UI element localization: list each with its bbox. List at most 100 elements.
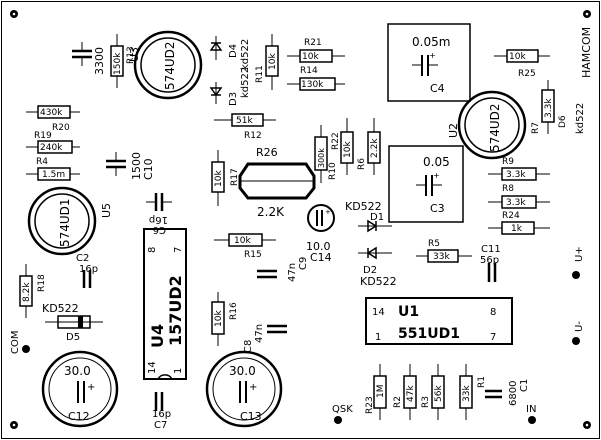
res-r25-value: 10k (509, 52, 526, 62)
diode-d5-part: KD522 (42, 302, 79, 315)
res-r19-value: 240k (40, 143, 63, 153)
cap-c12-ref: C12 (68, 410, 90, 423)
res-r17-ref: R17 (230, 168, 240, 186)
res-r15-ref: R15 (244, 250, 262, 260)
diode-d4-part: kd522 (240, 39, 251, 70)
cap-c14-value: 10.0 (306, 240, 331, 253)
connector-qsk-label: QSK (332, 404, 353, 415)
res-r9: 3.3k R9 (488, 157, 550, 181)
res-r18-value: 8.2k (22, 282, 32, 302)
res-r22-ref: R22 (331, 132, 341, 150)
diode-d3: D3 kd522 (209, 67, 251, 106)
connector-u-plus-label: U+ (574, 246, 585, 262)
res-r20-value: 430k (40, 108, 63, 118)
res-r18-ref: R18 (37, 274, 47, 292)
diode-d2-ref: D2 (363, 265, 377, 276)
res-r2: 47k R2 (393, 364, 417, 420)
cap-c11-ref: C11 (481, 244, 501, 255)
cap-c8-value: 47n (254, 324, 265, 343)
diode-d3-part: kd522 (240, 67, 251, 98)
ic-u1-part: 551UD1 (398, 326, 460, 342)
cap-c7-value: 16p (152, 409, 171, 420)
cap-c8: C8 47n (243, 324, 287, 353)
cap-c11: C11 56p (480, 244, 501, 282)
trimmer-r26-value: 2.2K (257, 205, 285, 219)
diode-d1-ref: D1 (370, 212, 384, 223)
ic-u1-pin8: 8 (490, 307, 496, 318)
brand-label: HAMCOM (580, 27, 593, 78)
res-r20: 430k R20 (26, 105, 80, 133)
cap-c14-ref: C14 (310, 251, 332, 264)
cap-c6-value: 16p (149, 214, 168, 225)
cap-c6: 16p C6 (146, 193, 172, 235)
diode-d6-ref: D6 (558, 115, 568, 128)
diode-d5: KD522 D5 (42, 302, 103, 343)
res-r21-value: 10k (302, 52, 319, 62)
cap-c12: 30.0 + C12 (41, 350, 119, 428)
cap-c8-ref: C8 (243, 340, 254, 353)
connector-in: IN (526, 404, 536, 424)
ic-u1: 14 1 8 7 U1 551UD1 (365, 297, 513, 345)
res-r14: 130k R14 (287, 66, 345, 91)
cap-c10-ref: C10 (142, 158, 155, 180)
res-r15-value: 10k (234, 236, 251, 246)
res-r9-value: 3.3k (506, 170, 526, 180)
trimmer-r26: R26 2.2K (238, 146, 316, 219)
ic-u3: 574UD2 U3 (128, 30, 203, 100)
ic-u1-pin1: 1 (375, 332, 381, 343)
diode-d6-part: kd522 (575, 103, 586, 134)
res-r8: 3.3k R8 (488, 184, 550, 209)
svg-text:+: + (249, 382, 257, 393)
cap-c2: C2 16p (76, 253, 98, 288)
cap-c9: 47n C9 (257, 257, 309, 282)
res-r6: 2.2k R6 (357, 118, 381, 175)
res-r11: 10k R11 (255, 34, 279, 90)
res-r10: 300k R10 (314, 125, 338, 183)
res-r13-ref: R13 (126, 46, 136, 64)
mounting-holes (10, 10, 591, 429)
res-r8-ref: R8 (502, 184, 514, 194)
diode-d1: KD522 D1 (345, 200, 392, 233)
res-r7: 3.3k R7 (531, 80, 555, 134)
res-r23-value: 1M (376, 385, 386, 399)
res-r9-ref: R9 (502, 157, 514, 167)
cap-c13-ref: C13 (240, 410, 262, 423)
res-r21: 10k R21 (287, 38, 345, 63)
ic-u4: U4 157UD2 8 7 14 1 (143, 228, 187, 380)
res-r17-value: 10k (214, 170, 224, 187)
res-r16: 10k R16 (211, 292, 239, 346)
cap-c2-value: 16p (79, 264, 98, 275)
res-r15: 10k R15 (214, 233, 276, 260)
res-r18: 8.2k R18 (19, 264, 47, 318)
ic-u5-part: 574UD1 (58, 198, 72, 247)
ic-u1-pin14: 14 (372, 307, 385, 318)
res-r24: 1k R24 (488, 211, 550, 235)
ic-u2-label: U2 (447, 123, 460, 138)
svg-text:+: + (433, 171, 440, 180)
cap-c7: 16p C7 (152, 392, 171, 431)
cap-c9-ref: C9 (298, 257, 309, 270)
svg-text:+: + (325, 208, 331, 216)
res-r1: 33k R1 (459, 364, 487, 420)
res-r12: 51k R12 (214, 113, 276, 141)
connector-com-label: COM (10, 331, 21, 354)
res-r21-ref: R21 (304, 38, 322, 48)
res-r2-value: 47k (406, 385, 416, 402)
res-r19: 240k R19 (26, 131, 80, 154)
connector-in-label: IN (526, 404, 536, 415)
cap-c1-value: 6800 (508, 381, 519, 406)
connector-u-minus: U- (572, 321, 585, 345)
res-r3-ref: R3 (421, 396, 431, 408)
res-r4-ref: R4 (36, 157, 48, 167)
res-r25: 10k R25 (494, 49, 550, 79)
diode-d1-part: KD522 (345, 200, 382, 213)
res-r7-ref: R7 (531, 122, 541, 134)
res-r22-value: 10k (343, 141, 353, 158)
diode-d2-part: KD522 (360, 275, 397, 288)
connector-u-minus-label: U- (574, 321, 585, 332)
res-r14-ref: R14 (300, 66, 318, 76)
res-r4-value: 1.5m (42, 170, 65, 180)
connector-com: COM (10, 331, 30, 354)
res-r8-value: 3.3k (506, 198, 526, 208)
